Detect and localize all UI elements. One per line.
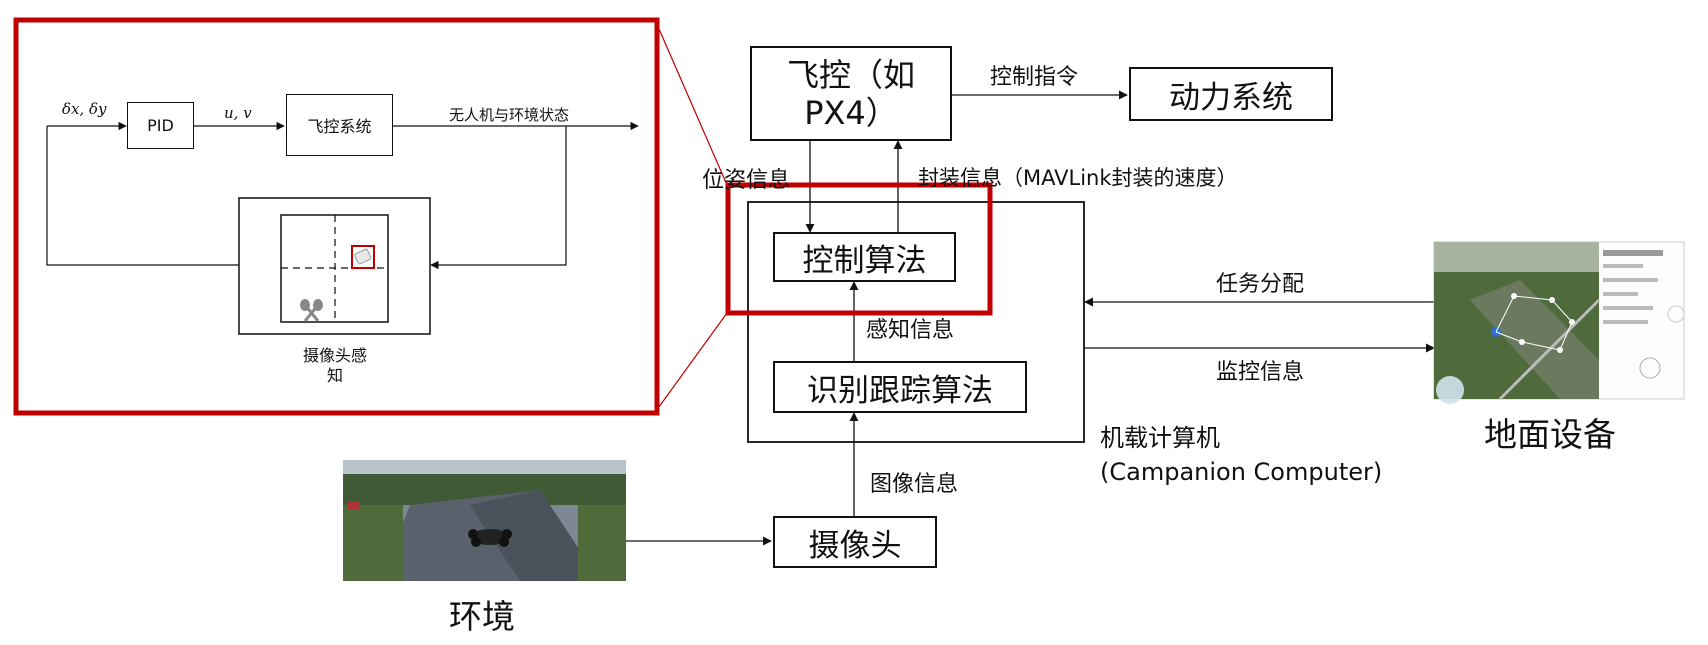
- callout-line-top: [655, 21, 728, 186]
- inset-frame: [13, 17, 660, 416]
- perception-info-label: 感知信息: [866, 318, 955, 343]
- camera-label: 摄像头: [808, 527, 902, 564]
- recognition-tracking-label: 识别跟踪算法: [807, 372, 993, 409]
- flight-control-system-block: 飞控系统: [286, 94, 393, 156]
- flight-controller-label: 飞控（如 PX4）: [786, 55, 915, 132]
- environment-label: 环境: [449, 597, 515, 636]
- power-system-block: 动力系统: [1129, 67, 1333, 121]
- feedback-line: [46, 126, 239, 266]
- pid-label: PID: [147, 116, 174, 135]
- callout-line-bottom: [655, 312, 728, 412]
- packaged-info-label: 封装信息（MAVLink封装的速度）: [918, 166, 1238, 190]
- flight-control-system-label: 飞控系统: [307, 117, 372, 136]
- recognition-tracking-block: 识别跟踪算法: [773, 361, 1027, 413]
- target-box-icon: [351, 245, 375, 269]
- highlight-box: [725, 182, 993, 316]
- power-system-label: 动力系统: [1169, 79, 1293, 116]
- onboard-computer-label: 机载计算机 (Campanion Computer): [1100, 424, 1383, 486]
- onboard-computer-box: [747, 201, 1085, 443]
- task-assignment-label: 任务分配: [1216, 272, 1305, 297]
- image-info-label: 图像信息: [870, 472, 959, 497]
- ground-station-label: 地面设备: [1484, 415, 1616, 454]
- control-algorithm-block: 控制算法: [773, 232, 956, 282]
- ground-station-map-icon: [1433, 241, 1685, 404]
- control-command-label: 控制指令: [990, 65, 1079, 90]
- camera-perception-label: 摄像头感 知: [302, 346, 367, 385]
- control-signal-label: u, v: [224, 104, 252, 122]
- state-output-label: 无人机与环境状态: [449, 106, 570, 124]
- flight-controller-block: 飞控（如 PX4）: [750, 46, 952, 141]
- environment-scene-icon: [343, 460, 626, 581]
- input-signal-label: δx, δy: [62, 100, 107, 118]
- pid-block: PID: [127, 102, 194, 149]
- monitoring-info-label: 监控信息: [1216, 360, 1305, 385]
- camera-block: 摄像头: [773, 516, 937, 568]
- pose-info-label: 位姿信息: [702, 168, 791, 193]
- arrow-state-to-camera: [430, 126, 567, 270]
- drone-icon: [300, 299, 323, 322]
- control-algorithm-label: 控制算法: [802, 242, 927, 279]
